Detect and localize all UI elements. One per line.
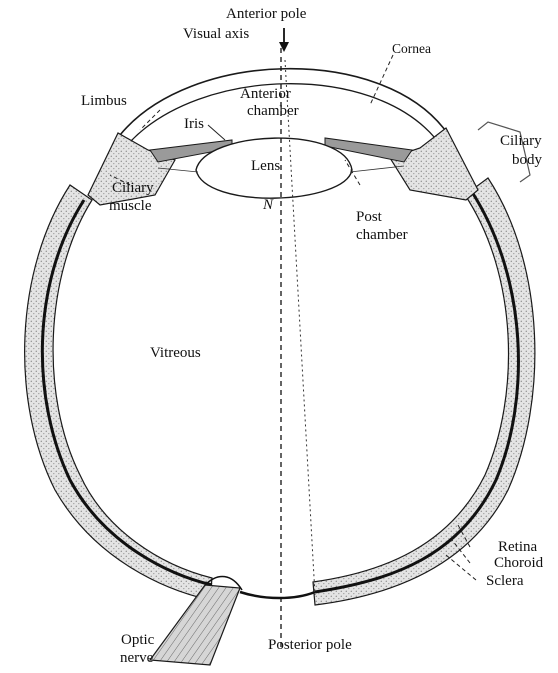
label-limbus: Limbus (81, 93, 127, 110)
optic-nerve (150, 585, 240, 665)
label-ciliary-body-2: body (512, 152, 542, 169)
label-post-chamber-1: Post (356, 209, 382, 226)
label-ciliary-muscle-2: muscle (109, 198, 152, 215)
label-visual-axis: Visual axis (183, 26, 249, 43)
label-iris: Iris (184, 116, 204, 133)
label-ciliary-muscle-1: Ciliary (112, 180, 154, 197)
label-anterior-chamber-2: chamber (247, 103, 299, 120)
retina-line (42, 200, 212, 585)
ciliary-region-right (390, 128, 478, 200)
label-retina: Retina (498, 539, 537, 556)
label-anterior-chamber-1: Anterior (240, 86, 291, 103)
label-optic-nerve-2: nerve (120, 650, 153, 667)
label-posterior-pole: Posterior pole (268, 637, 352, 654)
label-ciliary-body-1: Ciliary (500, 133, 542, 150)
label-nodal-point: N (263, 197, 273, 214)
label-post-chamber-2: chamber (356, 227, 408, 244)
label-cornea: Cornea (392, 40, 431, 57)
label-lens: Lens (251, 158, 280, 175)
label-sclera: Sclera (486, 573, 523, 590)
label-choroid: Choroid (494, 555, 543, 572)
label-anterior-pole: Anterior pole (226, 6, 306, 23)
fundus-retina (240, 592, 315, 598)
label-vitreous: Vitreous (150, 345, 201, 362)
retina-line-right (315, 192, 518, 592)
label-optic-nerve-1: Optic (121, 632, 154, 649)
